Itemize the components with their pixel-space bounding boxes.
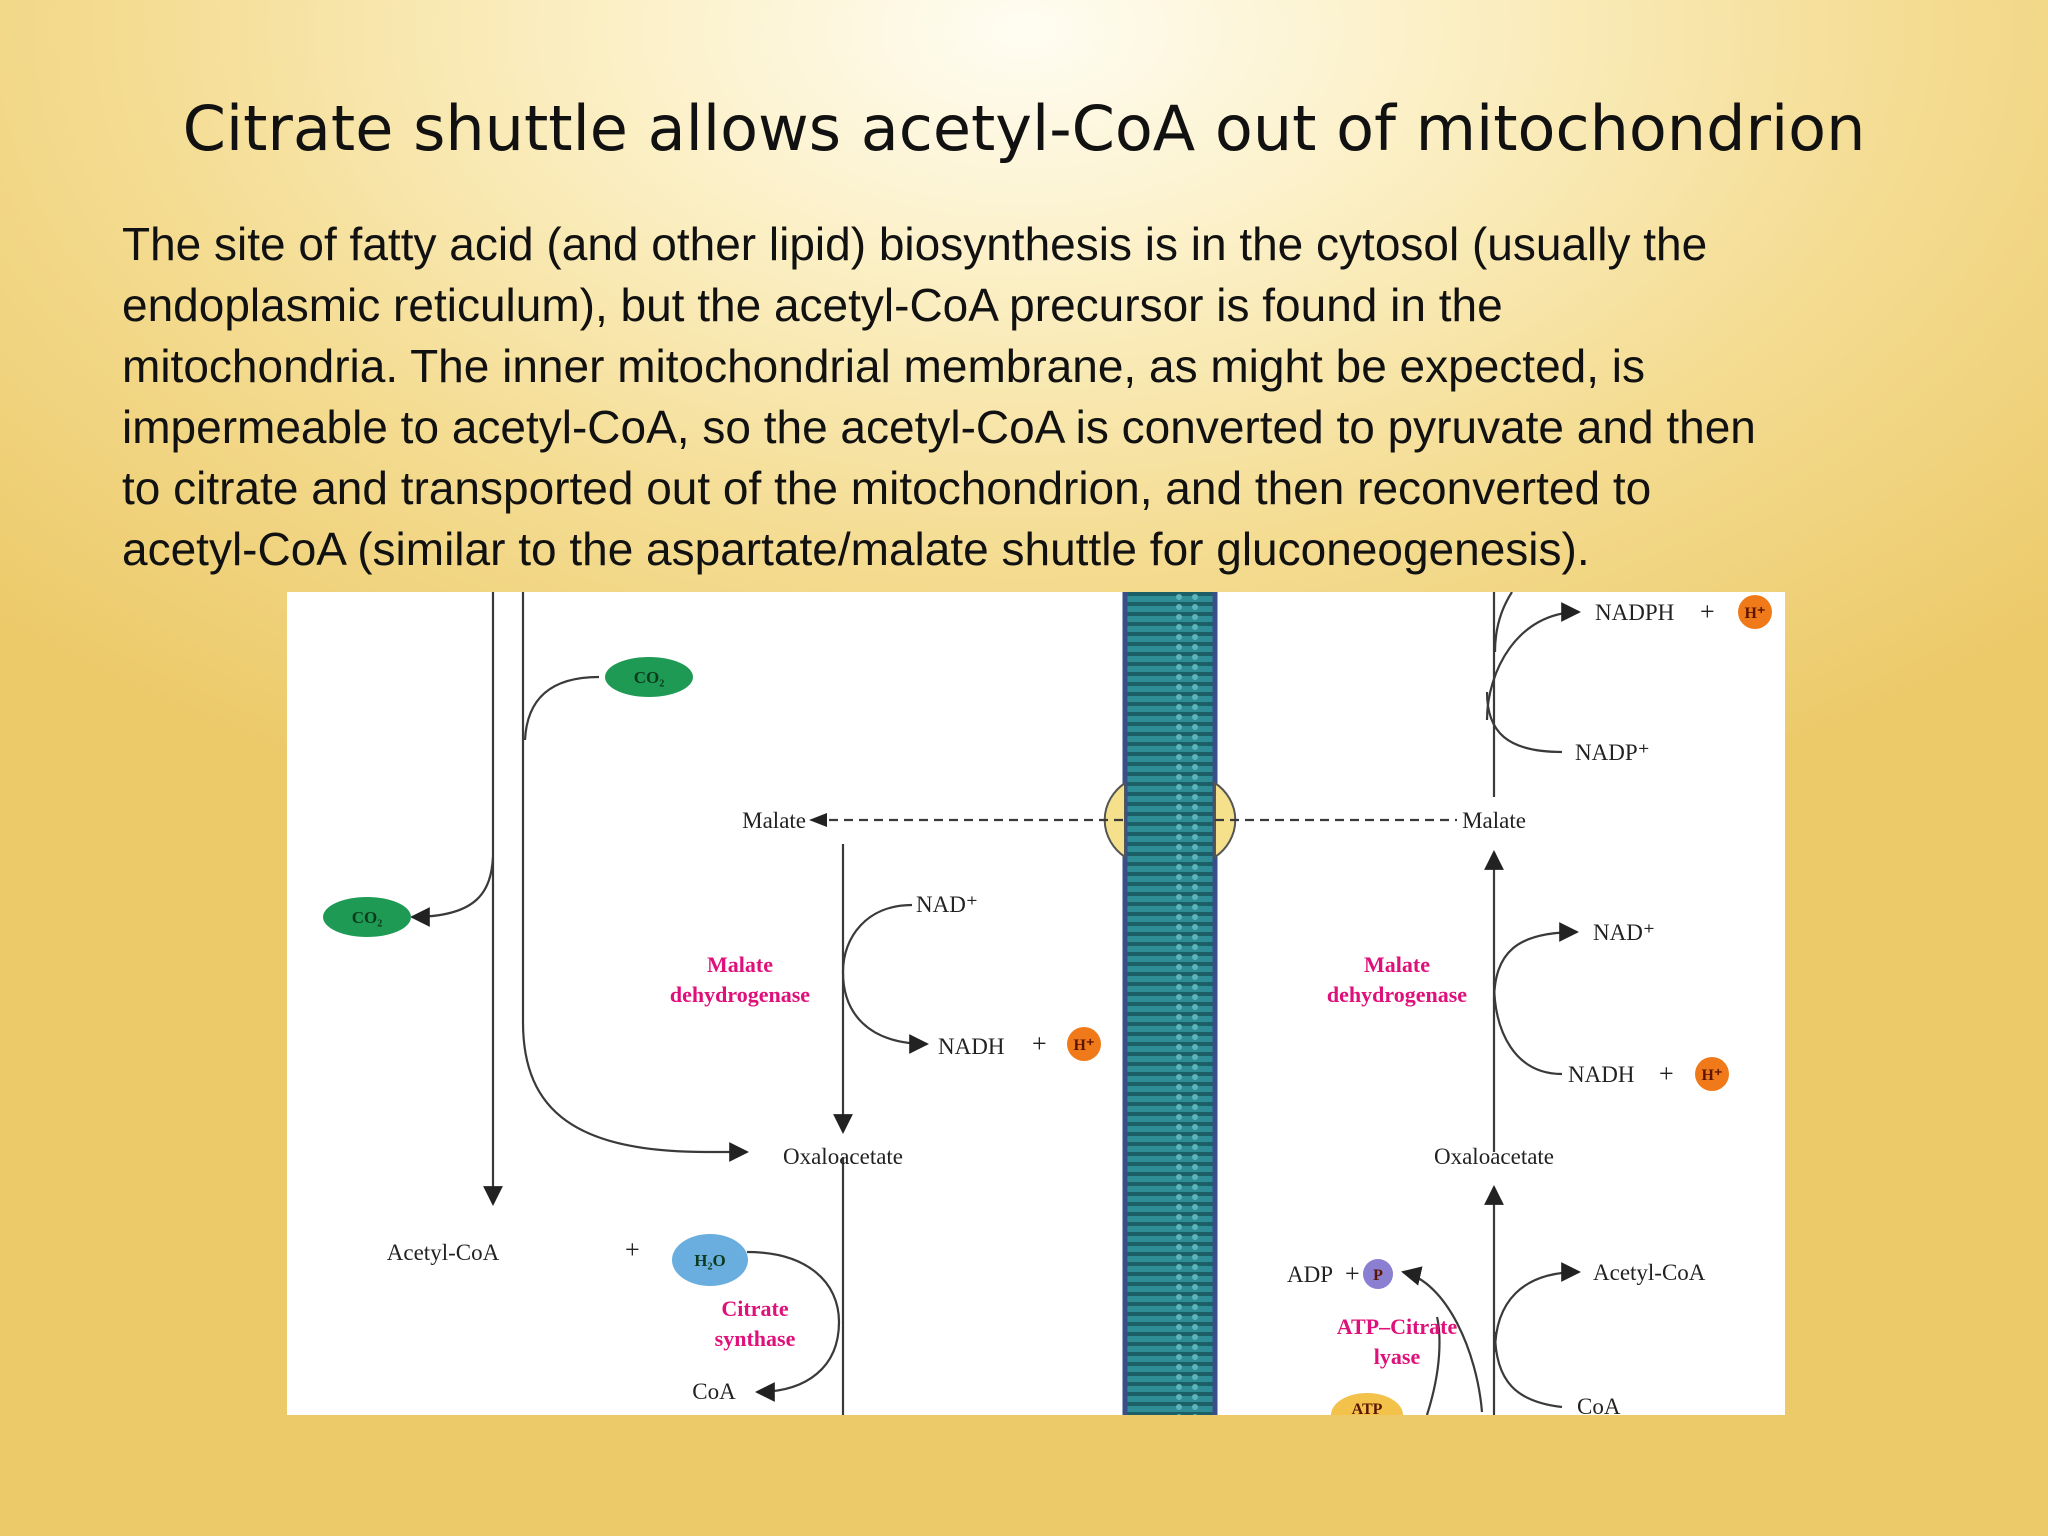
body-paragraph: The site of fatty acid (and other lipid)… [122, 214, 1982, 580]
h-plus-nadph-badge: H⁺ [1738, 595, 1772, 629]
h2o-badge: H₂O [672, 1234, 748, 1286]
nad-plus-right-arrow [1492, 922, 1579, 1003]
nadph-arrow [1485, 602, 1581, 721]
svg-text:CO₂: CO₂ [352, 908, 383, 927]
co2-top-badge: CO₂ [605, 657, 693, 697]
plus-nadh-right: + [1659, 1059, 1674, 1088]
coa-right-label: CoA [1577, 1394, 1621, 1415]
malate-dehydrogenase-left-enzyme: Malate [707, 952, 773, 977]
h-plus-left-badge: H⁺ [1067, 1027, 1101, 1061]
adp-label: ADP [1287, 1262, 1333, 1287]
nadp-curve [1485, 691, 1563, 754]
nadh-right-curve [1492, 981, 1563, 1076]
malate-dehydrogenase-left-enzyme-line2: dehydrogenase [670, 982, 810, 1007]
svg-text:CO₂: CO₂ [634, 668, 665, 687]
plus-adp: + [1345, 1259, 1360, 1288]
coa-right-curve [1493, 1331, 1563, 1409]
body-line: The site of fatty acid (and other lipid)… [122, 218, 1708, 270]
phosphate-badge: P [1363, 1259, 1393, 1289]
body-line: endoplasmic reticulum), but the acetyl-C… [122, 279, 1503, 331]
nadh-left-label: NADH [938, 1034, 1004, 1059]
arrow-to-oxaloacetate [521, 592, 749, 1162]
atp-citrate-lyase-enzyme-line2: lyase [1374, 1344, 1421, 1369]
nadh-right-label: NADH [1568, 1062, 1634, 1087]
citrate-synthase-enzyme-line2: synthase [715, 1326, 796, 1351]
malate-left-arrowhead [809, 813, 827, 827]
citrate-shuttle-diagram: CO₂ CO₂ Malate NAD⁺ NADH + H⁺ Malate deh… [287, 592, 1785, 1415]
oxaloacetate-right-label: Oxaloacetate [1434, 1144, 1554, 1169]
nadph-curve-top [1493, 592, 1513, 653]
acetyl-coa-right-arrow [1493, 1262, 1581, 1353]
body-line: acetyl-CoA (similar to the aspartate/mal… [122, 523, 1590, 575]
nad-plus-right-label: NAD⁺ [1593, 920, 1655, 945]
atp-citrate-lyase-enzyme: ATP–Citrate [1337, 1314, 1458, 1339]
malate-dehydrogenase-right-enzyme: Malate [1364, 952, 1430, 977]
co2-top-branch [523, 675, 600, 741]
oxaloacetate-left-label: Oxaloacetate [783, 1144, 903, 1169]
diagram-svg: CO₂ CO₂ Malate NAD⁺ NADH + H⁺ Malate deh… [323, 592, 1772, 1415]
nad-reduction-curve-left [841, 903, 929, 1054]
malate-left-label: Malate [742, 808, 806, 833]
acetyl-coa-right-label: Acetyl-CoA [1593, 1260, 1706, 1285]
plus-nadph: + [1700, 597, 1715, 626]
atp-in-curve [1425, 1316, 1441, 1415]
plus-acetyl-left: + [625, 1235, 640, 1264]
atp-to-adp-curve [1401, 1266, 1484, 1413]
acetyl-coa-left-label: Acetyl-CoA [387, 1240, 500, 1265]
plus-left: + [1032, 1029, 1047, 1058]
inner-membrane [1122, 592, 1218, 1415]
malate-dehydrogenase-right-enzyme-line2: dehydrogenase [1327, 982, 1467, 1007]
citrate-synthase-curve [746, 1250, 841, 1402]
atp-badge: ATP [1331, 1393, 1403, 1415]
co2-left-badge: CO₂ [323, 897, 411, 937]
h-plus-right-badge: H⁺ [1695, 1057, 1729, 1091]
slide-title: Citrate shuttle allows acetyl-CoA out of… [182, 92, 1866, 165]
nad-plus-left-label: NAD⁺ [916, 892, 978, 917]
citrate-synthase-enzyme: Citrate [721, 1296, 788, 1321]
svg-text:H⁺: H⁺ [1702, 1067, 1723, 1084]
svg-text:H⁺: H⁺ [1074, 1037, 1095, 1054]
coa-left-label: CoA [692, 1379, 736, 1404]
svg-text:ATP: ATP [1352, 1401, 1383, 1415]
body-line: impermeable to acetyl-CoA, so the acetyl… [122, 401, 1756, 453]
co2-left-branch [410, 856, 495, 927]
svg-text:H⁺: H⁺ [1745, 605, 1766, 622]
svg-text:P: P [1373, 1267, 1383, 1284]
body-line: to citrate and transported out of the mi… [122, 462, 1652, 514]
nadp-plus-label: NADP⁺ [1575, 740, 1650, 765]
nadph-label: NADPH [1595, 600, 1674, 625]
svg-text:H₂O: H₂O [694, 1251, 726, 1270]
malate-right-label: Malate [1462, 808, 1526, 833]
body-line: mitochondria. The inner mitochondrial me… [122, 340, 1646, 392]
